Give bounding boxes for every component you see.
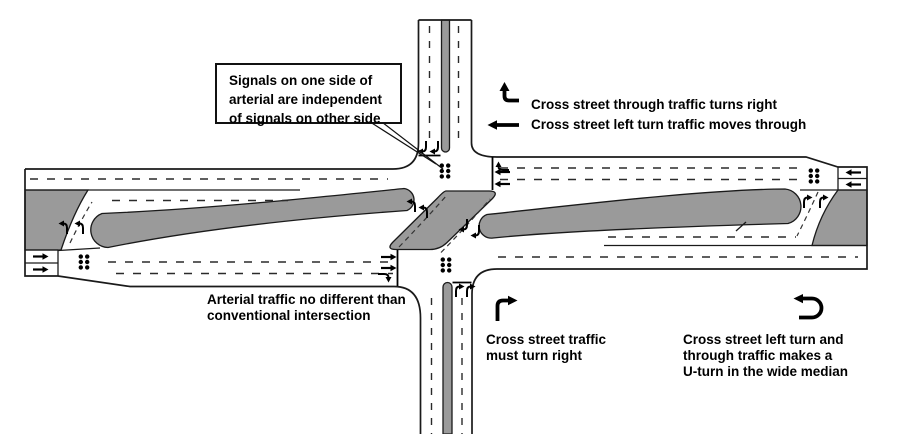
westbound-right-turn-arrow-icon (494, 160, 510, 171)
island-gap-arrow-icon (469, 224, 480, 240)
traffic-signal-icon (808, 168, 820, 184)
callout-leader-line (370, 121, 444, 170)
south-cross-street-median (442, 281, 453, 434)
road-edges (24, 19, 868, 434)
traffic-signal-icon (78, 254, 90, 270)
east-median-strip (478, 188, 802, 239)
westbound-entry-arrow-icon (844, 180, 863, 189)
cross-street-right-turn-label: Cross street traffic must turn right (486, 332, 607, 363)
east-crossover-uturn-arrow-icon (803, 193, 814, 209)
northbound-right-turn-arrow-icon (455, 282, 466, 298)
legend-left-turn-through-label: Cross street left turn traffic moves thr… (531, 117, 807, 132)
west-median-strip (90, 187, 415, 249)
lane-lines-dashed (30, 167, 858, 275)
traffic-signal-icon (440, 257, 452, 273)
left-arrow-icon (487, 120, 519, 130)
turn-guide-lines (69, 191, 819, 253)
annotation-arrows (487, 82, 824, 321)
u-turn-label: Cross street left turn and through traff… (683, 332, 849, 379)
north-cross-street-median (440, 19, 451, 153)
median-islands (24, 19, 868, 434)
eastbound-through-arrow-icon (379, 252, 398, 262)
eastbound-entry-arrow-icon (31, 252, 50, 261)
westbound-entry-arrow-icon (844, 168, 863, 177)
traffic-signal-icon (439, 163, 451, 179)
eastbound-through-arrow-icon (379, 263, 398, 273)
right-turn-arrow-icon (495, 295, 518, 321)
u-turn-arrow-icon (793, 294, 824, 320)
legend-through-turns-right-label: Cross street through traffic turns right (531, 97, 778, 112)
lane-lines-solid (25, 167, 867, 276)
through-turns-right-arrow-icon (499, 82, 519, 103)
eastbound-right-turn-arrow-icon (377, 273, 393, 284)
southbound-turn-arrow-icon (428, 140, 439, 156)
arterial-traffic-label: Arterial traffic no different than conve… (207, 292, 406, 323)
eastbound-entry-arrow-icon (31, 265, 50, 274)
central-island (389, 190, 496, 251)
westbound-through-arrow-icon (493, 179, 512, 189)
signals-callout: Signals on one side of arterial are inde… (215, 63, 402, 126)
cross-street-dashed-lines (428, 26, 463, 434)
west-crossover-median-block (24, 189, 90, 251)
